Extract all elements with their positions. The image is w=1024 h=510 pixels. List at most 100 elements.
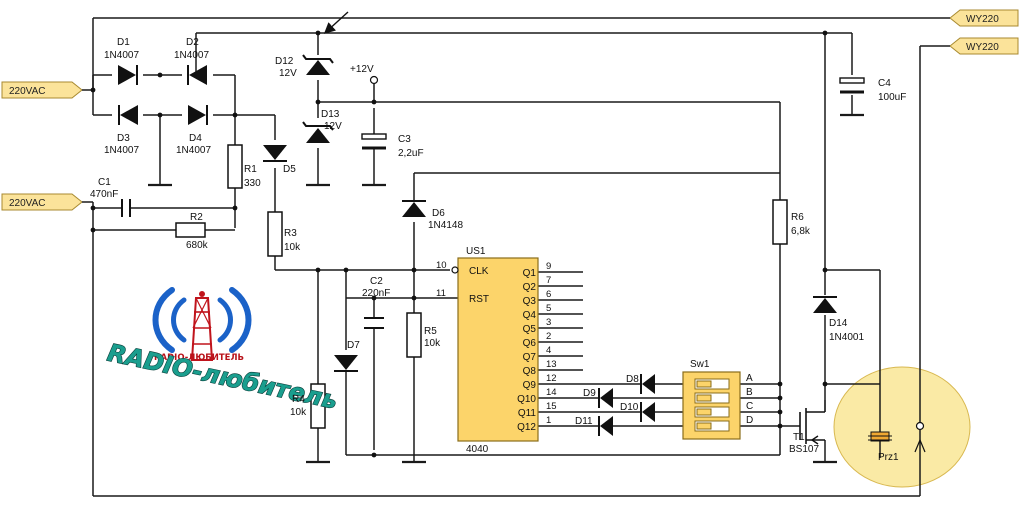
resistor-r4: [310, 383, 326, 429]
ic-out-name-q5: Q5: [523, 324, 537, 335]
label-r1-ref: R1: [244, 164, 257, 175]
label-d14-ref: D14: [829, 318, 848, 329]
ic-out-num-q10: 14: [546, 387, 557, 398]
ic-pin-clk-name: CLK: [469, 266, 489, 277]
output-tag-top: WY220: [949, 9, 1019, 27]
diode-d2: [187, 65, 207, 85]
label-d2-value: 1N4007: [174, 50, 209, 61]
switch-pos-a: A: [746, 373, 753, 384]
label-d9-ref: D9: [583, 388, 596, 399]
label-r4-value: 10k: [290, 407, 307, 418]
diode-d11: [598, 416, 613, 436]
ic-out-num-q8: 13: [546, 359, 557, 370]
capacitor-c1: [121, 199, 131, 217]
ic-out-name-q1: Q1: [523, 268, 537, 279]
input-tag-bottom-label: 220VAC: [9, 198, 46, 209]
switch-pos-b: B: [746, 387, 753, 398]
ic-out-num-q6: 2: [546, 331, 551, 342]
switch-pos-d: D: [746, 415, 753, 426]
output-tag-bottom: WY220: [949, 37, 1019, 55]
capacitor-c4: [839, 77, 865, 94]
label-plus12: +12V: [350, 64, 374, 75]
ic-out-num-q5: 3: [546, 317, 551, 328]
label-d13-value: 12V: [324, 121, 342, 132]
diode-d14: [813, 296, 837, 313]
label-r6-ref: R6: [791, 212, 804, 223]
resistor-r2: [175, 222, 206, 238]
ic-out-name-q12: Q12: [517, 422, 536, 433]
label-d5-ref: D5: [283, 164, 296, 175]
ic-us1-body: [457, 257, 539, 442]
zener-d13: [302, 121, 334, 143]
switch-pos-c: C: [746, 401, 753, 412]
label-r1-value: 330: [244, 178, 261, 189]
ic-out-name-q10: Q10: [517, 394, 536, 405]
ic-pin-rst-name: RST: [469, 294, 489, 305]
relay-prz1-ref: Prz1: [878, 452, 899, 463]
diode-d1: [118, 65, 138, 85]
capacitor-c2: [364, 317, 384, 329]
label-d13-ref: D13: [321, 109, 340, 120]
relay-highlight: [833, 366, 971, 488]
label-d2-ref: D2: [186, 37, 199, 48]
resistor-r6: [772, 199, 788, 245]
ic-out-name-q3: Q3: [523, 296, 537, 307]
resistor-r1: [227, 144, 243, 189]
label-c3-value: 2,2uF: [398, 148, 424, 159]
label-c1-ref: C1: [98, 177, 111, 188]
ic-out-name-q11: Q11: [518, 408, 537, 419]
label-d4-ref: D4: [189, 133, 202, 144]
ic-out-name-q9: Q9: [523, 380, 537, 391]
ic-out-num-q11: 15: [546, 401, 557, 412]
clk-inversion-bubble: [451, 266, 459, 274]
label-d3-ref: D3: [117, 133, 130, 144]
ic-out-num-q1: 9: [546, 261, 551, 272]
diode-d7: [334, 355, 358, 372]
resistor-r3: [267, 211, 283, 257]
relay-prz1: [868, 421, 926, 453]
label-d4-value: 1N4007: [176, 145, 211, 156]
label-d12-value: 12V: [279, 68, 297, 79]
ic-us1-ref: US1: [466, 246, 486, 257]
label-d7-ref: D7: [347, 340, 360, 351]
ic-out-num-q3: 6: [546, 289, 551, 300]
label-d14-value: 1N4001: [829, 332, 864, 343]
ic-out-num-q4: 5: [546, 303, 551, 314]
input-tag-bottom: 220VAC: [1, 193, 83, 211]
ic-out-name-q7: Q7: [523, 352, 537, 363]
label-c2-ref: C2: [370, 276, 383, 287]
diode-d8: [640, 374, 655, 394]
ic-out-num-q12: 1: [546, 415, 551, 426]
label-c4-value: 100uF: [878, 92, 906, 103]
input-tag-top: 220VAC: [1, 81, 83, 99]
label-c2-value: 220nF: [362, 288, 390, 299]
label-d1-value: 1N4007: [104, 50, 139, 61]
label-d6-value: 1N4148: [428, 220, 463, 231]
transistor-t1: [799, 400, 826, 445]
ic-us1-value: 4040: [466, 444, 489, 455]
ic-out-num-q9: 12: [546, 373, 557, 384]
ic-pin-clk-num: 10: [436, 260, 447, 271]
label-d12-ref: D12: [275, 56, 294, 67]
resistor-r5: [406, 312, 422, 358]
label-r3-value: 10k: [284, 242, 301, 253]
label-d11-ref: D11: [575, 416, 593, 427]
diode-d10: [640, 402, 655, 422]
ic-out-name-q8: Q8: [523, 366, 537, 377]
label-d6-ref: D6: [432, 208, 445, 219]
label-d3-value: 1N4007: [104, 145, 139, 156]
ic-out-name-q6: Q6: [523, 338, 537, 349]
ic-output-names: Q1 Q2 Q3 Q4 Q5 Q6 Q7 Q8 Q9 Q10 Q11 Q12: [517, 268, 536, 433]
output-tag-bottom-label: WY220: [966, 42, 999, 53]
switch-levers: [696, 380, 712, 430]
diode-d9: [598, 388, 613, 408]
label-c1-value: 470nF: [90, 189, 118, 200]
capacitor-c3: [361, 133, 387, 150]
label-r4-ref: R4: [292, 394, 305, 405]
ic-output-numbers: 9 7 6 5 3 2 4 13 12 14 15 1: [546, 261, 557, 426]
logo-small-text: RADIO-ЛЮБИТЕЛЬ: [154, 353, 244, 363]
component-labels: D1 1N4007 D2 1N4007 D3 1N4007 D4 1N4007 …: [90, 37, 906, 455]
output-tag-top-label: WY220: [966, 14, 999, 25]
label-r5-ref: R5: [424, 326, 437, 337]
